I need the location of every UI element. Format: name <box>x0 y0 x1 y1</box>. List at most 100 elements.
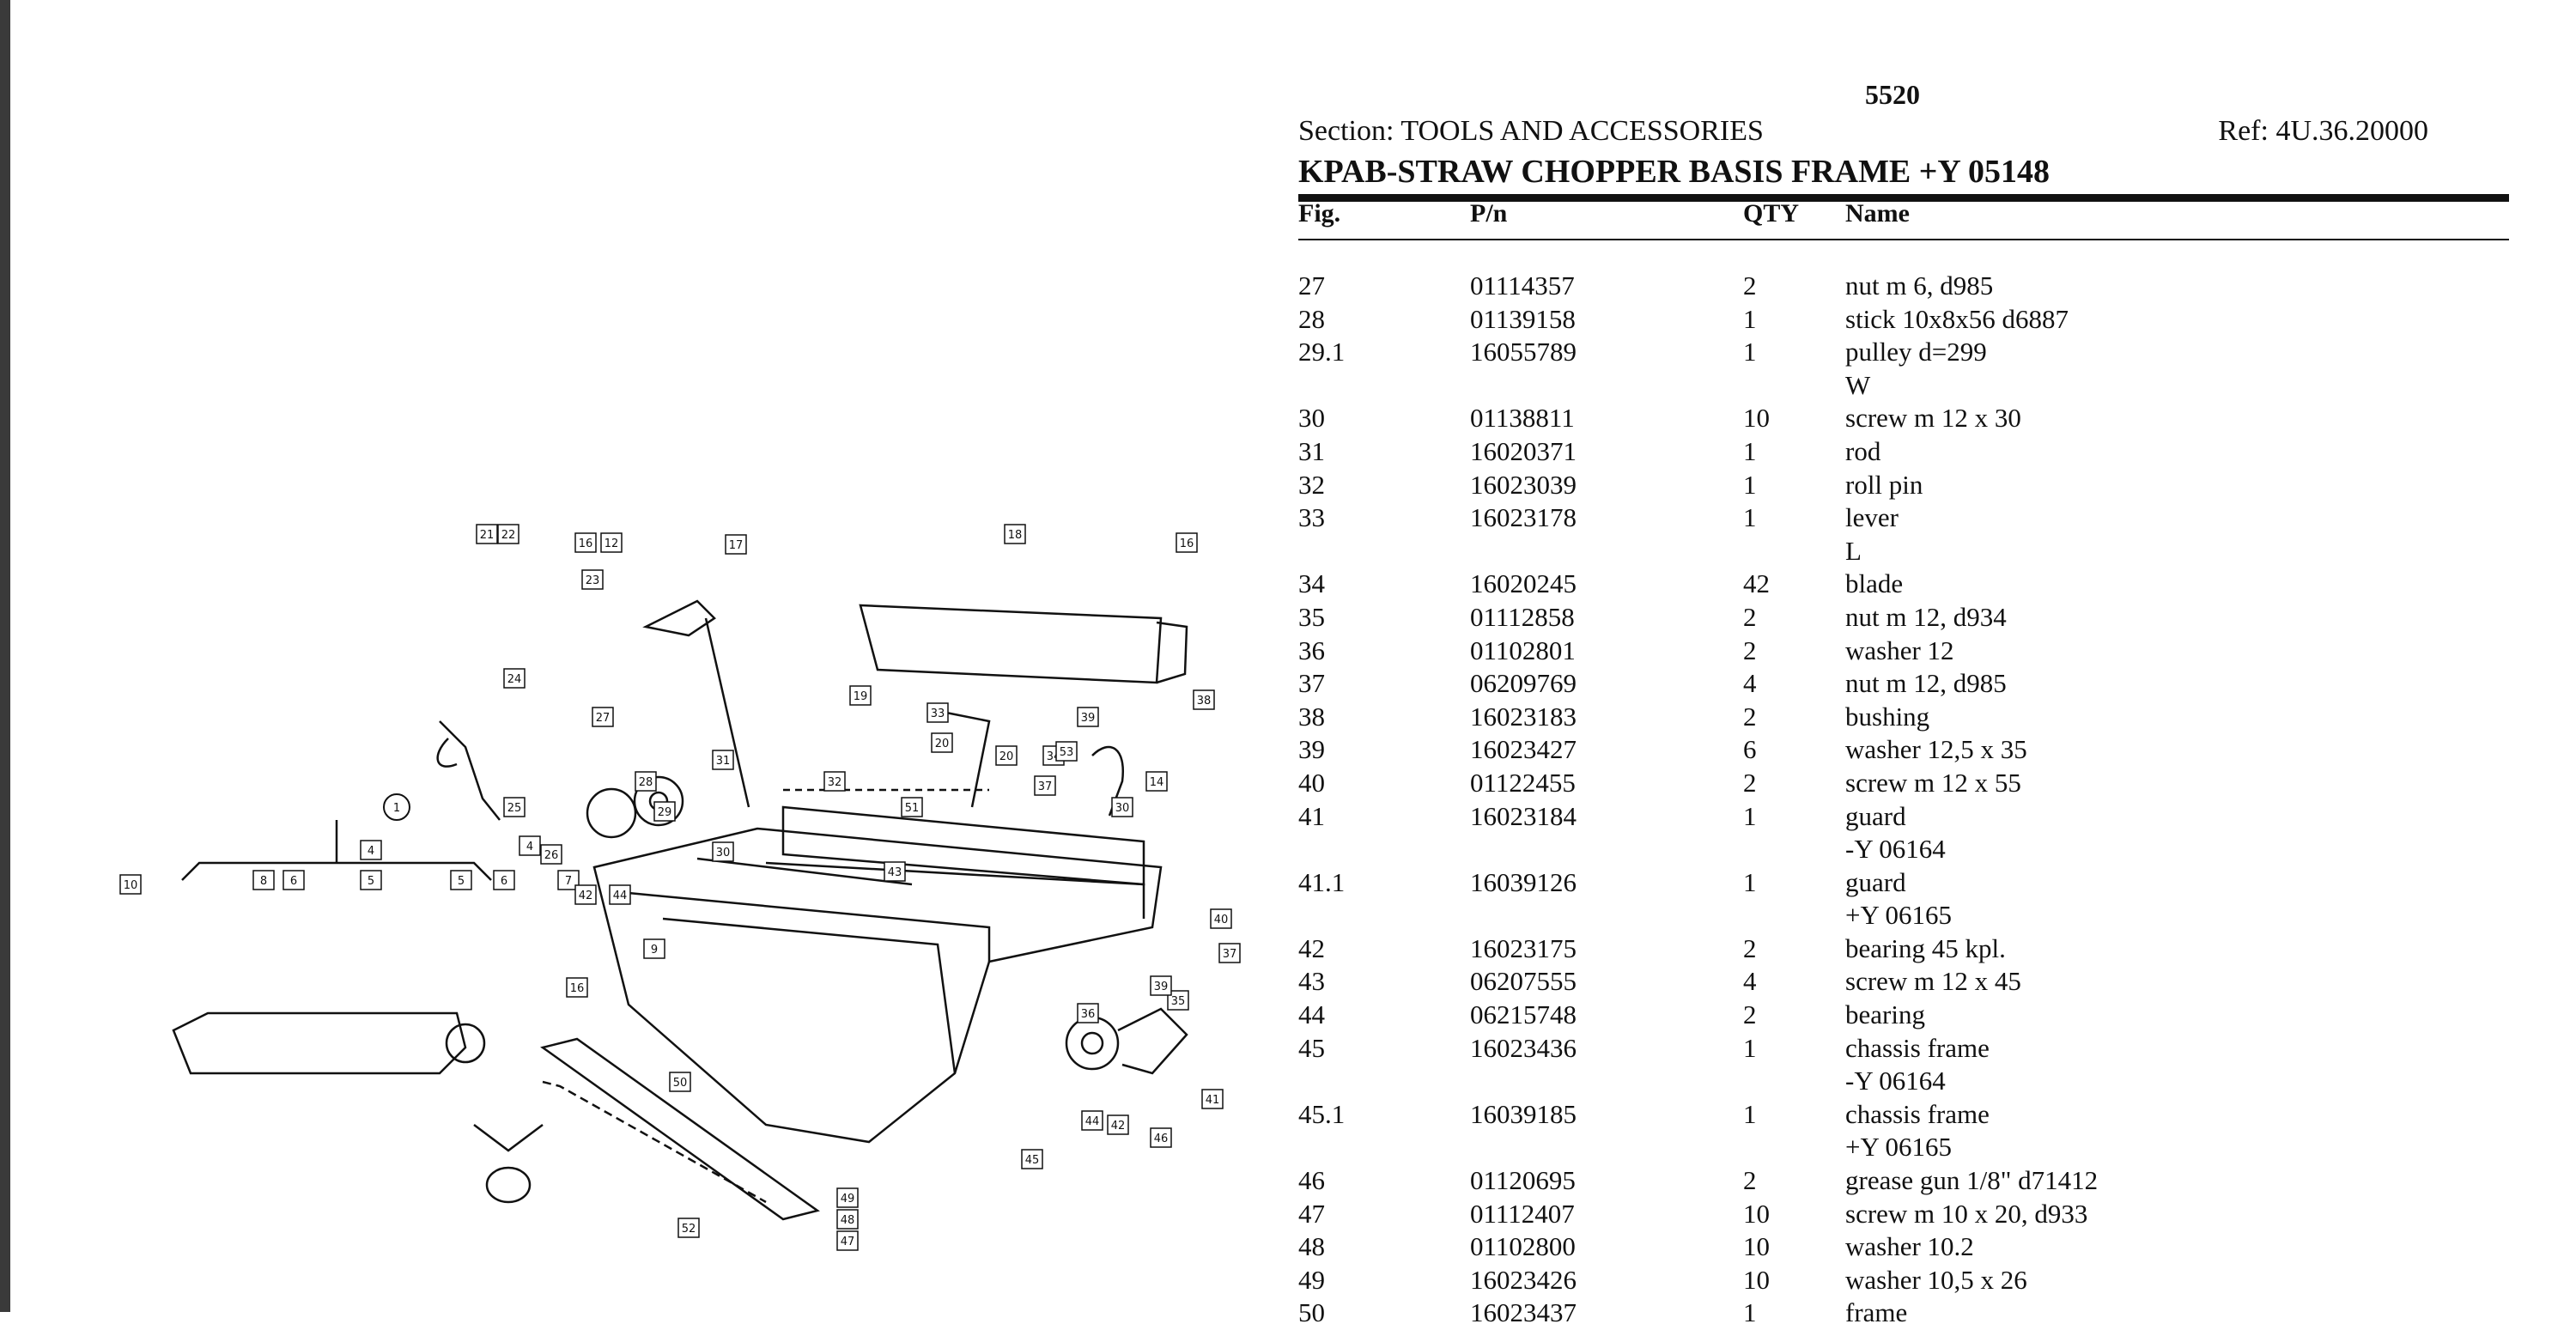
callout-33: 33 <box>927 702 949 723</box>
part-note: W <box>1845 369 1871 400</box>
part-qty: 2 <box>1743 270 1757 301</box>
part-fig: 34 <box>1298 568 1325 599</box>
callout-14: 14 <box>1145 771 1168 792</box>
callout-label: 16 <box>570 982 585 995</box>
part-qty: 1 <box>1743 435 1757 466</box>
callout-label: 48 <box>841 1214 855 1227</box>
top-guard-shape <box>859 604 1163 684</box>
part-qty: 10 <box>1743 1198 1770 1229</box>
table-header: Fig. P/n QTY Name <box>1298 199 2509 237</box>
callout-30: 30 <box>1111 797 1133 817</box>
part-note: L <box>1845 535 1862 566</box>
part-qty: 6 <box>1743 734 1757 765</box>
callout-label: 20 <box>999 750 1014 763</box>
callout-52: 52 <box>677 1218 700 1238</box>
header-rule-thick <box>1298 194 2509 202</box>
part-number: 16023436 <box>1470 1032 1577 1063</box>
part-qty: 4 <box>1743 966 1757 997</box>
part-name: chassis frame <box>1845 1032 1990 1063</box>
callout-label: 46 <box>1154 1133 1169 1145</box>
callout-32: 32 <box>823 771 846 792</box>
part-fig: 42 <box>1298 932 1325 963</box>
callout-label: 16 <box>1180 537 1194 550</box>
callout-36: 36 <box>1077 1003 1099 1023</box>
callout-label: 42 <box>1111 1120 1126 1133</box>
part-qty: 1 <box>1743 800 1757 831</box>
part-number: 01112407 <box>1470 1198 1575 1229</box>
strip-52-shape <box>540 1037 820 1221</box>
callout-label: 1 <box>393 802 400 815</box>
callout-5: 5 <box>360 870 382 890</box>
part-fig: 45.1 <box>1298 1098 1346 1129</box>
callout-16: 16 <box>1176 532 1198 553</box>
part-number: 16023426 <box>1470 1264 1577 1295</box>
part-name: pulley d=299 <box>1845 337 1987 367</box>
callout-label: 30 <box>1115 802 1130 815</box>
part-name: blade <box>1845 568 1904 599</box>
callout-8: 8 <box>252 870 275 890</box>
callout-25: 25 <box>503 797 526 817</box>
callout-20: 20 <box>995 745 1018 766</box>
part-qty: 2 <box>1743 601 1757 632</box>
part-note: -Y 06164 <box>1845 834 1946 865</box>
part-fig: 41.1 <box>1298 866 1346 897</box>
callout-label: 42 <box>579 890 593 902</box>
callout-label: 14 <box>1150 776 1164 789</box>
part-name: screw m 12 x 30 <box>1845 403 2021 434</box>
part-qty: 2 <box>1743 701 1757 732</box>
part-fig: 50 <box>1298 1297 1325 1328</box>
callout-16: 16 <box>574 532 597 553</box>
callout-label: 51 <box>905 802 920 815</box>
callout-label: 23 <box>586 574 600 587</box>
table-row: 45 16023436 1 chassis frame-Y 06164 <box>1298 1032 2509 1098</box>
callout-9: 9 <box>643 938 665 959</box>
part-qty: 2 <box>1743 932 1757 963</box>
part-qty: 1 <box>1743 502 1757 533</box>
callout-label: 50 <box>673 1077 688 1090</box>
section-row: Section: TOOLS AND ACCESSORIES Ref: 4U.3… <box>1298 115 2518 148</box>
part-fig: 45 <box>1298 1032 1325 1063</box>
part-name: washer 12 <box>1845 635 1954 665</box>
part-name: bushing <box>1845 701 1930 732</box>
callout-37: 37 <box>1218 943 1241 963</box>
part-fig: 31 <box>1298 435 1325 466</box>
part-qty: 1 <box>1743 1032 1757 1063</box>
callout-label: 5 <box>458 875 465 888</box>
callout-label: 4 <box>526 841 533 853</box>
callout-label: 37 <box>1038 780 1053 793</box>
part-number: 06215748 <box>1470 999 1577 1030</box>
callout-12: 12 <box>600 532 623 553</box>
column-header-name: Name <box>1845 199 1910 228</box>
callout-label: 12 <box>605 537 619 550</box>
callout-39: 39 <box>1077 707 1099 727</box>
part-qty: 1 <box>1743 337 1757 367</box>
part-qty: 2 <box>1743 999 1757 1030</box>
part-note: -Y 06164 <box>1845 1066 1946 1096</box>
part-qty: 42 <box>1743 568 1770 599</box>
part-qty: 4 <box>1743 668 1757 699</box>
part-qty: 10 <box>1743 1264 1770 1295</box>
part-name: bearing <box>1845 999 1925 1030</box>
part-note: +Y 06165 <box>1845 1132 1952 1163</box>
part-name: washer 12,5 x 35 <box>1845 734 2027 765</box>
header-rule-thin <box>1298 239 2509 240</box>
callout-44: 44 <box>609 884 631 905</box>
part-qty: 1 <box>1743 866 1757 897</box>
callout-label: 6 <box>501 875 507 888</box>
callout-35: 35 <box>1167 990 1189 1011</box>
part-number: 06207555 <box>1470 966 1577 997</box>
part-fig: 49 <box>1298 1264 1325 1295</box>
